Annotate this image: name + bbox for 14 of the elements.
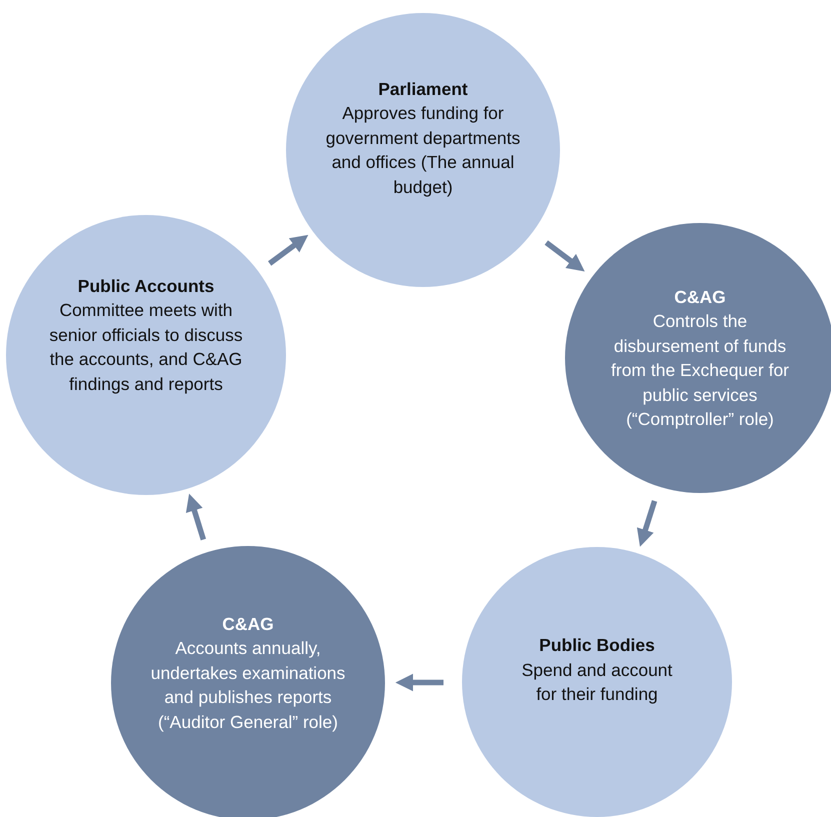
arrow bbox=[544, 240, 585, 272]
circle-heading: Public Bodies bbox=[538, 634, 656, 658]
circle-description: Accounts annually, undertakes examinations and publishes reports (“Auditor General” role) bbox=[150, 637, 346, 734]
circle-heading: C&AG bbox=[221, 612, 275, 636]
circle-heading: Public Accounts bbox=[76, 274, 216, 298]
circle-description: Controls the disbursement of funds from the Exchequer for public services (“Comptroller” role) bbox=[610, 310, 790, 431]
circle-description: Committee meets with senior officials to discuss the accounts, and C&AG findings and reports bbox=[48, 299, 244, 396]
arrow bbox=[186, 494, 206, 540]
circle-heading: C&AG bbox=[673, 286, 727, 308]
arrow bbox=[636, 500, 658, 547]
arrow bbox=[395, 674, 444, 692]
circle-description: Approves funding for government departments and offices (The annual budget) bbox=[324, 102, 522, 199]
circle-description: Spend and account for their funding bbox=[520, 658, 674, 706]
circle-heading: Parliament bbox=[377, 78, 469, 101]
